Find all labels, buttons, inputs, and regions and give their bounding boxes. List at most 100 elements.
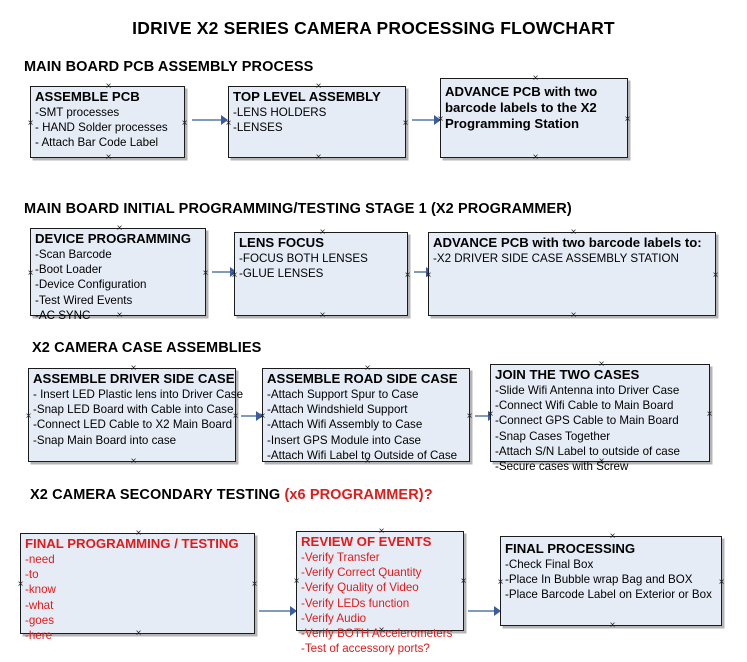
- resize-handle-bottom[interactable]: [134, 629, 143, 638]
- resize-handle-top[interactable]: [363, 364, 372, 373]
- box-heading: ADVANCE PCB with two barcode labels to:: [433, 235, 702, 250]
- resize-handle-left[interactable]: [496, 578, 505, 587]
- resize-handle-left[interactable]: [230, 271, 239, 280]
- resize-handle-bottom[interactable]: [314, 153, 323, 162]
- resize-handle-top[interactable]: [608, 532, 617, 541]
- resize-handle-top[interactable]: [318, 228, 327, 237]
- resize-handle-top[interactable]: [104, 82, 113, 91]
- resize-handle-left[interactable]: [436, 115, 445, 124]
- resize-handle-left[interactable]: [26, 119, 35, 128]
- page-title: IDRIVE X2 SERIES CAMERA PROCESSING FLOWC…: [132, 18, 615, 38]
- resize-handle-bottom[interactable]: [363, 457, 372, 466]
- box-heading: ASSEMBLE ROAD SIDE CASE: [267, 371, 458, 386]
- box-advance-pcb-to-driver-side-case-assembly[interactable]: ADVANCE PCB with two barcode labels to: …: [428, 232, 716, 316]
- box-line: -here: [25, 629, 53, 643]
- arrow-head-icon: [290, 606, 297, 616]
- box-lens-focus[interactable]: LENS FOCUS -FOCUS BOTH LENSES -GLUE LENS…: [234, 232, 408, 316]
- resize-handle-right[interactable]: [465, 412, 474, 421]
- resize-handle-bottom[interactable]: [318, 311, 327, 320]
- connector-assemble-pcb-to-top-level-assembly: [192, 119, 226, 121]
- box-heading: REVIEW OF EVENTS: [301, 534, 432, 549]
- box-line: -X2 DRIVER SIDE CASE ASSEMBLY STATION: [433, 252, 679, 265]
- resize-handle-left[interactable]: [424, 271, 433, 280]
- section-title-x2-camera-secondary-testing: X2 CAMERA SECONDARY TESTING (x6 PROGRAMM…: [30, 487, 433, 503]
- box-line: - HAND Solder processes: [35, 121, 168, 135]
- resize-handle-right[interactable]: [717, 578, 726, 587]
- box-line: -Attach Wifi Label to Outside of Case: [267, 448, 458, 462]
- resize-handle-left[interactable]: [258, 412, 267, 421]
- box-device-programming[interactable]: DEVICE PROGRAMMING -Scan Barcode -Boot L…: [30, 228, 206, 322]
- box-assemble-road-side-case[interactable]: ASSEMBLE ROAD SIDE CASE -Attach Support …: [262, 368, 470, 462]
- resize-handle-top[interactable]: [134, 529, 143, 538]
- resize-handle-bottom[interactable]: [104, 153, 113, 162]
- box-line: -Snap Cases Together: [495, 429, 611, 443]
- box-assemble-pcb[interactable]: ASSEMBLE PCB -SMT processes - HAND Solde…: [30, 86, 185, 158]
- resize-handle-left[interactable]: [26, 269, 35, 278]
- connector-top-level-assembly-to-advance-pcb: [412, 119, 440, 121]
- box-line: -Insert GPS Module into Case: [267, 433, 422, 447]
- box-heading: TOP LEVEL ASSEMBLY: [233, 89, 381, 104]
- resize-handle-top[interactable]: [129, 364, 138, 373]
- resize-handle-right[interactable]: [250, 580, 259, 589]
- box-line: -Connect GPS Cable to Main Board: [495, 414, 679, 428]
- resize-handle-bottom[interactable]: [531, 153, 540, 162]
- box-review-of-events[interactable]: REVIEW OF EVENTS -Verify Transfer -Verif…: [296, 531, 464, 655]
- box-line: -SMT processes: [35, 106, 120, 119]
- resize-handle-right[interactable]: [231, 412, 240, 421]
- resize-handle-left[interactable]: [16, 580, 25, 589]
- resize-handle-top[interactable]: [115, 224, 124, 233]
- box-assemble-driver-side-case[interactable]: ASSEMBLE DRIVER SIDE CASE - Insert LED P…: [28, 368, 243, 462]
- box-line: -Connect LED Cable to X2 Main Board: [33, 418, 233, 432]
- box-line: -Secure cases with Screw: [495, 460, 629, 474]
- box-line: -Verify Quality of Video: [301, 581, 419, 595]
- resize-handle-left[interactable]: [292, 577, 301, 586]
- box-final-processing[interactable]: FINAL PROCESSING -Check Final Box -Place…: [500, 536, 722, 626]
- resize-handle-right[interactable]: [401, 119, 410, 128]
- box-heading: FINAL PROCESSING: [505, 541, 636, 556]
- box-line-overflow: -Test of accessory ports?: [301, 642, 430, 656]
- box-line: -Snap LED Board with Cable into Case: [33, 403, 234, 417]
- resize-handle-right[interactable]: [459, 577, 468, 586]
- resize-handle-bottom[interactable]: [569, 311, 578, 320]
- resize-handle-left[interactable]: [486, 410, 495, 419]
- box-line: -Attach Windshield Support: [267, 403, 408, 417]
- box-line: -Place In Bubble wrap Bag and BOX: [505, 573, 693, 587]
- box-line: -Device Configuration: [35, 278, 147, 292]
- box-heading: FINAL PROGRAMMING / TESTING: [25, 536, 239, 551]
- box-line: -Verify Transfer: [301, 551, 380, 564]
- box-join-the-two-cases[interactable]: JOIN THE TWO CASES -Slide Wifi Antenna i…: [490, 364, 710, 473]
- resize-handle-top[interactable]: [314, 82, 323, 91]
- resize-handle-left[interactable]: [224, 119, 233, 128]
- box-line: -LENSES: [233, 121, 283, 135]
- resize-handle-right[interactable]: [623, 115, 632, 124]
- box-advance-pcb-to-x2-programming-station[interactable]: ADVANCE PCB with two barcode labels to t…: [440, 78, 628, 158]
- box-line: -GLUE LENSES: [239, 267, 324, 281]
- section-title-main-board-initial-programming: MAIN BOARD INITIAL PROGRAMMING/TESTING S…: [24, 201, 572, 217]
- box-line: -to: [25, 568, 39, 582]
- resize-handle-top[interactable]: [597, 360, 606, 369]
- resize-handle-bottom[interactable]: [115, 311, 124, 320]
- section-title-text: MAIN BOARD PCB ASSEMBLY PROCESS: [24, 59, 314, 75]
- box-line: -Check Final Box: [505, 558, 594, 571]
- resize-handle-bottom[interactable]: [597, 457, 606, 466]
- resize-handle-right[interactable]: [711, 271, 720, 280]
- connector-review-of-events-to-final-processing: [468, 610, 498, 612]
- resize-handle-right[interactable]: [180, 119, 189, 128]
- resize-handle-left[interactable]: [24, 412, 33, 421]
- resize-handle-right[interactable]: [201, 269, 210, 278]
- resize-handle-right[interactable]: [705, 410, 714, 419]
- resize-handle-bottom[interactable]: [377, 626, 386, 635]
- box-top-level-assembly[interactable]: TOP LEVEL ASSEMBLY -LENS HOLDERS -LENSES: [228, 86, 406, 158]
- resize-handle-bottom[interactable]: [129, 457, 138, 466]
- box-line: -Attach Wifi Assembly to Case: [267, 418, 423, 432]
- resize-handle-top[interactable]: [531, 74, 540, 83]
- box-final-programming-testing[interactable]: FINAL PROGRAMMING / TESTING -need -to -k…: [20, 533, 255, 642]
- connector-device-programming-to-lens-focus: [212, 271, 236, 273]
- section-title-text: X2 CAMERA SECONDARY TESTING: [30, 487, 285, 503]
- box-line: -Attach S/N Label to outside of case: [495, 444, 680, 458]
- resize-handle-top[interactable]: [569, 228, 578, 237]
- resize-handle-top[interactable]: [377, 527, 386, 536]
- box-line: -Place Barcode Label on Exterior or Box: [505, 588, 712, 602]
- resize-handle-right[interactable]: [403, 271, 412, 280]
- resize-handle-bottom[interactable]: [608, 621, 617, 630]
